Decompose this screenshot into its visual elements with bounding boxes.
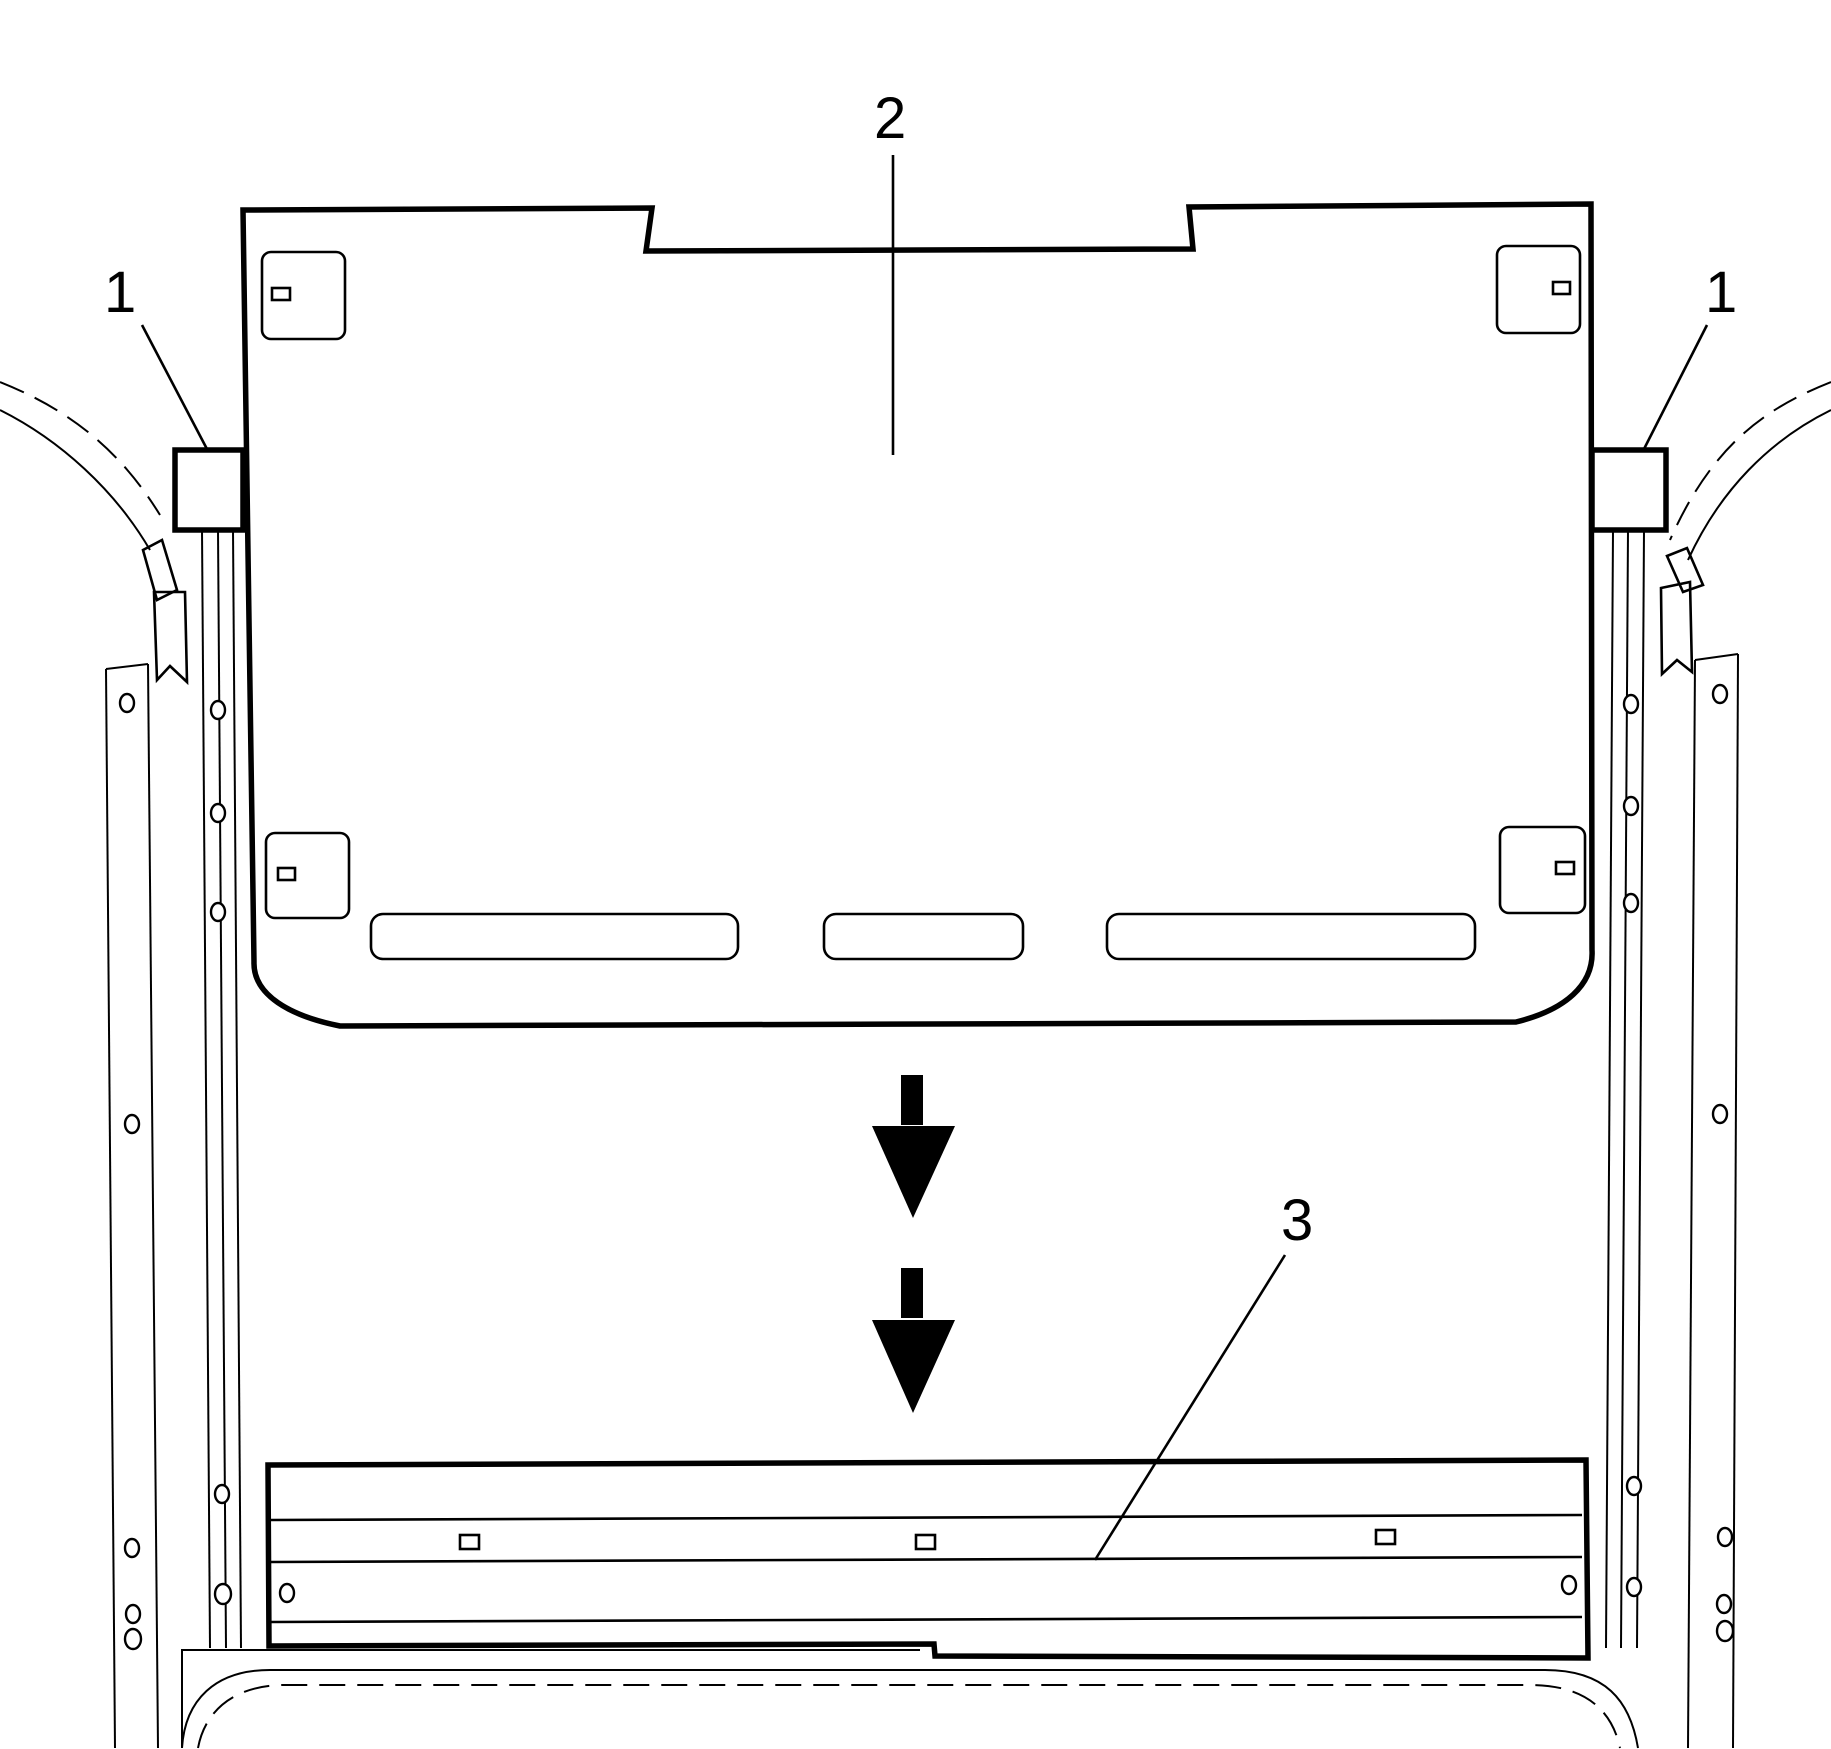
right-side-rail (1605, 381, 1831, 1749)
callout-right-clip: 1 (1705, 260, 1737, 325)
callout-rail: 3 (1281, 1188, 1313, 1253)
down-arrow-lower (872, 1268, 955, 1413)
right-clip (1589, 447, 1669, 533)
down-arrow-upper (872, 1075, 955, 1218)
roof-frame-bottom (181, 1649, 1639, 1749)
left-clip (172, 447, 246, 533)
rear-rail (265, 1457, 1591, 1661)
rail-holes (118, 683, 1735, 1651)
headliner-panel (240, 201, 1595, 1029)
left-side-rail (0, 381, 242, 1749)
leader-lines (140, 155, 1709, 1561)
callout-panel: 2 (874, 86, 906, 151)
callout-left-clip: 1 (104, 260, 136, 325)
